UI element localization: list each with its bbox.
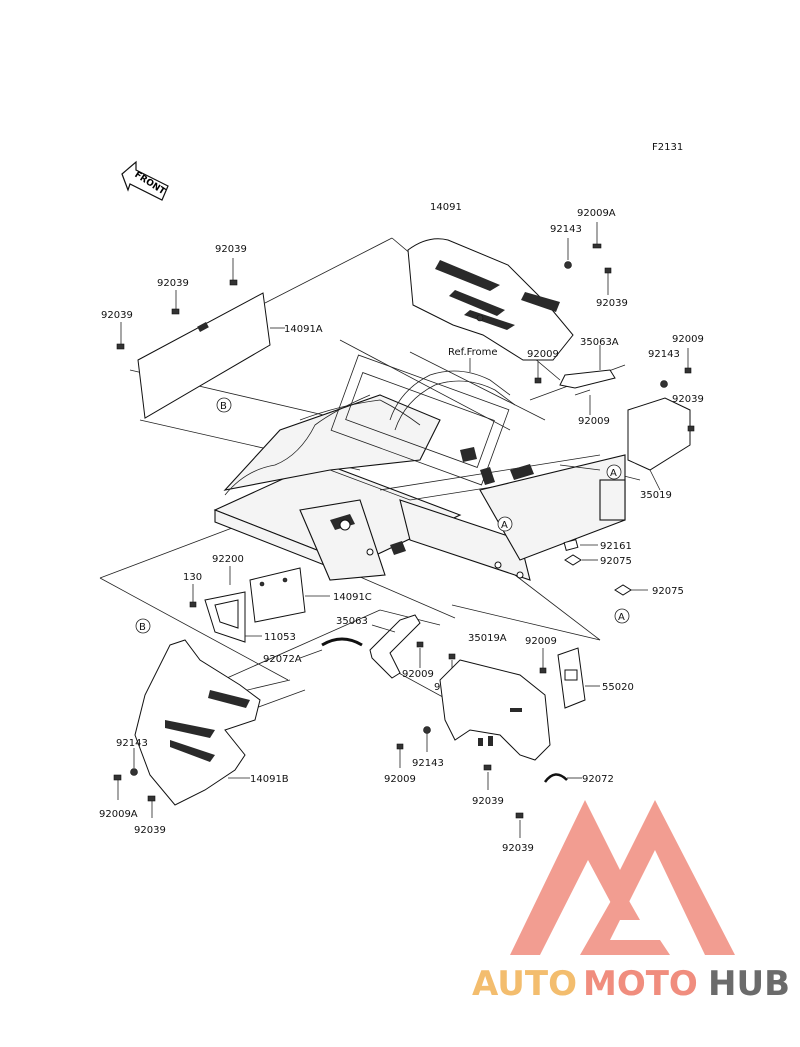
ring-92072	[543, 773, 582, 783]
watermark-hub: HUB	[708, 964, 790, 1004]
label-92009-bracket: 92009	[578, 416, 610, 427]
bracket-35063A	[559, 345, 616, 396]
label-92039-left3: 92039	[101, 310, 133, 321]
svg-text:B: B	[139, 622, 146, 633]
label-92039-bl: 92039	[134, 825, 166, 836]
bolt-130	[189, 601, 197, 608]
label-55020: 55020	[602, 682, 634, 693]
bolt-92009-low3	[539, 667, 547, 674]
label-35019A: 35019A	[468, 633, 507, 644]
bolt-92039-right	[687, 425, 695, 432]
label-92039-left1: 92039	[215, 244, 247, 255]
cover-14091	[407, 238, 574, 361]
label-14091: 14091	[430, 202, 462, 213]
watermark-moto: MOTO	[583, 964, 698, 1004]
bracket-11053	[204, 591, 262, 643]
label-92143-top: 92143	[550, 224, 582, 235]
automotohub-watermark-logo: AUTO MOTO HUB	[472, 800, 790, 1004]
label-92039-bc1: 92039	[472, 796, 504, 807]
guard-35019	[627, 397, 691, 491]
label-92072: 92072	[582, 774, 614, 785]
label-14091A: 14091A	[284, 324, 323, 335]
label-92009-right: 92009	[672, 334, 704, 345]
label-92009-low1: 92009	[402, 669, 434, 680]
label-92039-bc2: 92039	[502, 843, 534, 854]
bolts-bottom-left	[113, 748, 156, 818]
label-130: 130	[183, 572, 202, 583]
bolt-92009-low2	[448, 653, 456, 660]
ref-frame-label: Ref.Frome	[448, 347, 498, 358]
label-92072A: 92072A	[263, 654, 302, 665]
cover-14091B	[134, 639, 261, 806]
label-35063A: 35063A	[580, 337, 619, 348]
label-92143-right: 92143	[648, 349, 680, 360]
label-92009-bc: 92009	[384, 774, 416, 785]
label-92143-bc: 92143	[412, 758, 444, 769]
label-92161: 92161	[600, 541, 632, 552]
label-92009A-top: 92009A	[577, 208, 616, 219]
svg-text:B: B	[220, 401, 227, 412]
ref-marker-a-lower: A	[614, 608, 630, 624]
bracket-35063	[369, 614, 421, 679]
ref-marker-a-center: A	[497, 516, 513, 532]
bolt-92009-right	[684, 367, 692, 374]
label-35063: 35063	[336, 616, 368, 627]
panel-14091A	[137, 292, 285, 419]
bolt-group-top-right	[564, 222, 612, 295]
label-92075-b: 92075	[652, 586, 684, 597]
svg-text:A: A	[501, 520, 508, 531]
bolt-92009-low1	[416, 641, 424, 648]
bracket-55020	[557, 647, 600, 709]
figure-code: F2131	[652, 142, 683, 153]
label-92039-top-right: 92039	[596, 298, 628, 309]
ref-marker-b-upper: B	[216, 397, 232, 413]
guard-35019A	[439, 659, 551, 761]
label-92143-bl: 92143	[116, 738, 148, 749]
washer-92143-right	[660, 380, 668, 388]
svg-text:A: A	[618, 612, 625, 623]
parts-92161-92075	[563, 538, 648, 596]
label-14091B: 14091B	[250, 774, 289, 785]
watermark-auto: AUTO	[472, 964, 577, 1004]
label-35019: 35019	[640, 490, 672, 501]
clamp-92072A	[299, 637, 363, 659]
label-14091C: 14091C	[333, 592, 372, 603]
label-92009A-bl: 92009A	[99, 809, 138, 820]
plate-14091C	[249, 567, 330, 623]
front-arrow-icon: FRONT	[121, 160, 169, 201]
svg-text:A: A	[610, 468, 617, 479]
bolt-92009-mid	[534, 377, 542, 384]
main-frame	[213, 354, 641, 581]
label-11053: 11053	[264, 632, 296, 643]
label-92075-a: 92075	[600, 556, 632, 567]
label-92039-left2: 92039	[157, 278, 189, 289]
bolts-bottom-center	[396, 726, 524, 838]
label-92009-low3: 92009	[525, 636, 557, 647]
label-92009-mid: 92009	[527, 349, 559, 360]
label-92200: 92200	[212, 554, 244, 565]
ref-marker-a-right: A	[606, 464, 622, 480]
bolts-left	[116, 258, 238, 350]
label-92039-right: 92039	[672, 394, 704, 405]
ref-marker-b-lower: B	[135, 618, 151, 634]
